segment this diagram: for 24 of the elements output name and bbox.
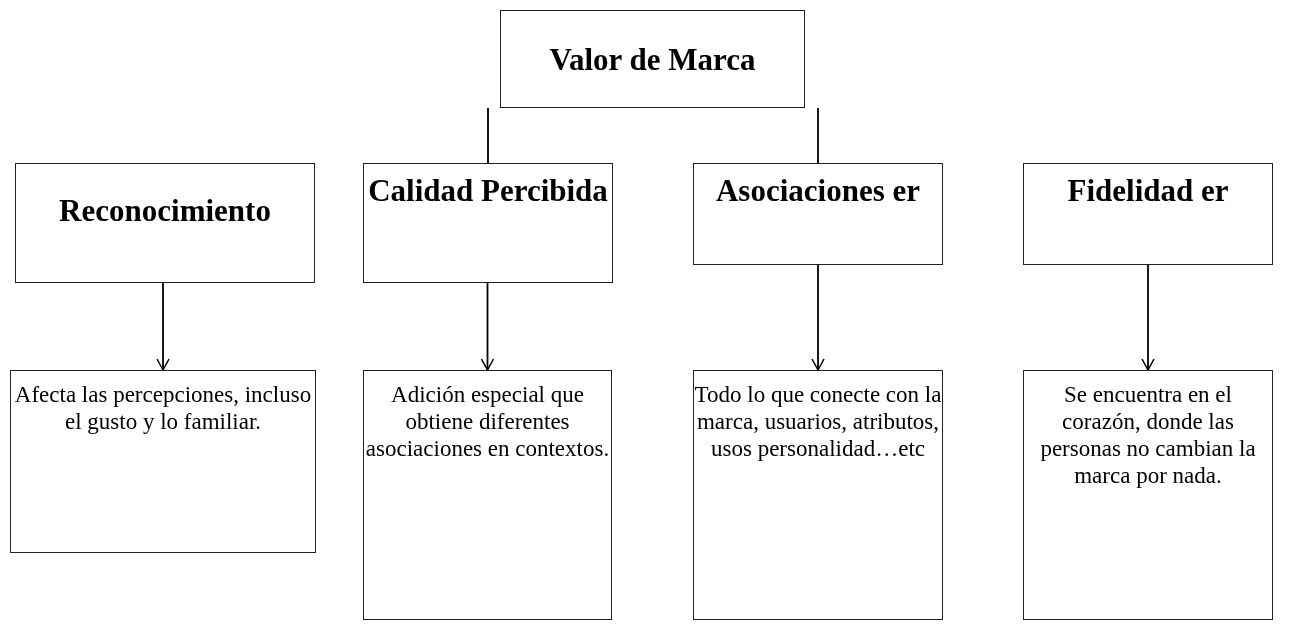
concept-box [1023, 163, 1273, 265]
arrow [1141, 264, 1155, 371]
description-text: Afecta las percepciones, incluso el gusto y lo familiar. [13, 381, 313, 435]
arrow [811, 264, 825, 371]
concept-title: Calidad Percibida [367, 174, 609, 208]
connector-line [487, 107, 489, 164]
connector-line [817, 107, 819, 164]
description-box [363, 370, 612, 620]
concept-title: Valor de Marca [548, 43, 757, 77]
arrow [480, 282, 495, 371]
concept-box [363, 163, 613, 283]
description-text: Se encuentra en el corazón, donde las personas no cambian la marca por nada. [1039, 381, 1257, 489]
description-box [693, 370, 943, 620]
concept-box [500, 10, 805, 108]
description-box [1023, 370, 1273, 620]
concept-title: Fidelidad er [1066, 174, 1230, 208]
concept-box [15, 163, 315, 283]
description-box [10, 370, 316, 553]
description-text: Todo lo que conecte con la marca, usuarios, atributos, usos personalidad…etc [694, 381, 942, 462]
description-text: Adición especial que obtiene diferentes asociaciones en contextos. [364, 381, 611, 462]
concept-box [693, 163, 943, 265]
arrow [156, 282, 170, 371]
concept-title: Asociaciones er [715, 174, 921, 208]
concept-title: Reconocimiento [58, 194, 272, 228]
